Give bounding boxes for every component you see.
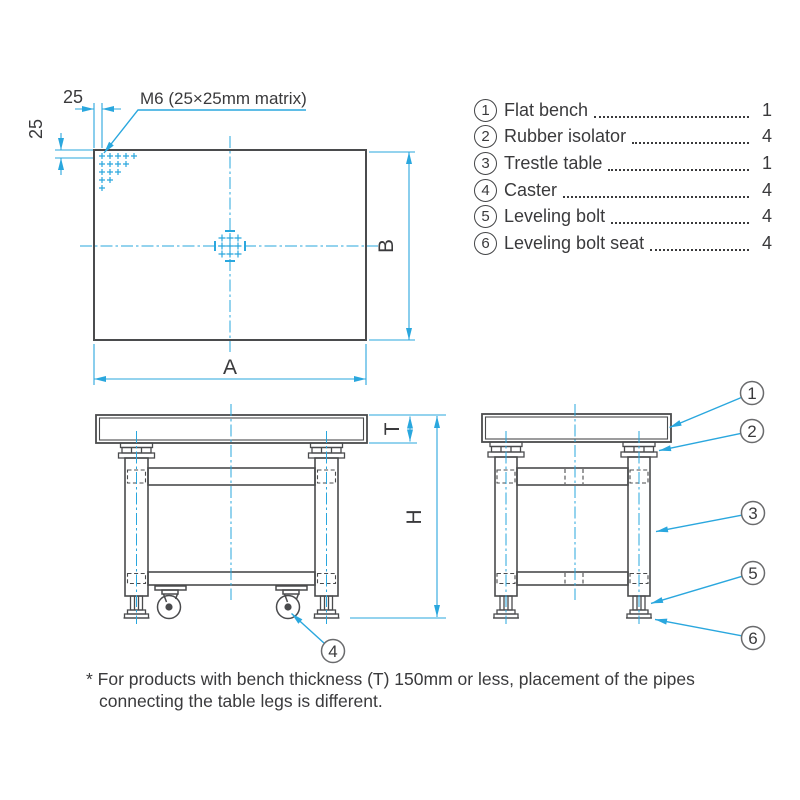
part-number-badge: 4: [474, 178, 497, 202]
part-label: Leveling bolt: [504, 206, 606, 227]
dotted-leader: [563, 183, 749, 198]
center-hole-matrix: [218, 234, 242, 258]
center-matrix-ticks: [214, 230, 246, 262]
part-number-badge: 3: [474, 151, 497, 175]
parts-list-row: 1 Flat bench 1: [474, 97, 772, 124]
part-qty: 4: [761, 206, 772, 227]
part-number-badge: 6: [474, 231, 497, 255]
part-label: Leveling bolt seat: [504, 232, 645, 253]
dim-b-label: B: [375, 239, 398, 253]
side-bench-slab: [481, 413, 672, 443]
part-number-badge: 1: [474, 98, 497, 122]
part-number-badge: 5: [474, 205, 497, 229]
callout-4-leader: [291, 612, 325, 645]
parts-list-row: 3 Trestle table 1: [474, 150, 772, 177]
dotted-leader: [608, 156, 749, 171]
parts-list-row: 6 Leveling bolt seat 4: [474, 230, 772, 257]
parts-list-row: 2 Rubber isolator 4: [474, 124, 772, 151]
part-label: Flat bench: [504, 99, 589, 120]
parts-list: 1 Flat bench 1 2 Rubber isolator 4 3 Tre…: [474, 97, 772, 257]
dotted-leader: [632, 129, 749, 145]
dotted-leader: [611, 209, 749, 225]
side-rubber-isolators: [487, 441, 658, 458]
dim-a: [93, 344, 367, 385]
dotted-leader: [650, 236, 749, 251]
callout-3-number: 3: [748, 504, 757, 523]
parts-list-row: 4 Caster 4: [474, 177, 772, 204]
front-view-centerlines: [136, 404, 327, 624]
matrix-note-label: M6 (25×25mm matrix): [140, 89, 307, 108]
side-view-centerlines: [505, 404, 640, 624]
callout-leaders: [650, 396, 743, 637]
callout-6-number: 6: [748, 629, 757, 648]
part-qty: 1: [761, 99, 772, 120]
pitch-y-label: 25: [26, 119, 46, 139]
part-qty: 4: [761, 232, 772, 253]
corner-hole-matrix: [99, 153, 137, 191]
front-casters: [154, 585, 308, 620]
footnote: * For products with bench thickness (T) …: [86, 668, 726, 712]
side-view: [481, 404, 672, 624]
side-view-callouts: 1 2 3 5 6: [650, 380, 766, 651]
callout-1-number: 1: [747, 384, 756, 403]
callout-5-number: 5: [748, 564, 757, 583]
top-view: M6 (25×25mm matrix) 25 25 A B: [26, 87, 415, 385]
pitch-y-dimension: [55, 133, 93, 175]
pitch-x-label: 25: [63, 87, 83, 107]
bench-top-outline: [93, 149, 367, 341]
part-qty: 4: [761, 179, 772, 200]
dim-t: [369, 414, 446, 444]
side-hidden-lines: [496, 469, 649, 585]
part-label: Caster: [504, 179, 558, 200]
callout-2-number: 2: [747, 422, 756, 441]
top-view-centerlines: [80, 136, 378, 352]
callout-4-number: 4: [328, 642, 337, 661]
dim-h: [350, 416, 446, 619]
dim-b: [369, 151, 415, 341]
callout-4-badge: [320, 638, 346, 664]
part-label: Trestle table: [504, 152, 603, 173]
footnote-line-2: connecting the table legs is different.: [99, 691, 383, 711]
dotted-leader: [594, 103, 749, 118]
side-trestle-frame: [494, 456, 651, 597]
dim-t-label: T: [381, 422, 404, 435]
footnote-line-1: * For products with bench thickness (T) …: [86, 669, 695, 689]
part-qty: 4: [761, 126, 772, 147]
part-number-badge: 2: [474, 125, 497, 149]
dim-h-label: H: [403, 509, 426, 524]
part-label: Rubber isolator: [504, 126, 627, 147]
side-leveling-bolts: [493, 595, 652, 619]
parts-list-row: 5 Leveling bolt 4: [474, 203, 772, 230]
dim-a-label: A: [223, 356, 237, 379]
matrix-note-leader: [103, 109, 306, 154]
front-view: T H 4: [95, 404, 446, 664]
part-qty: 1: [761, 152, 772, 173]
pitch-x-dimension: [75, 103, 121, 148]
callout-badges: [739, 380, 766, 651]
